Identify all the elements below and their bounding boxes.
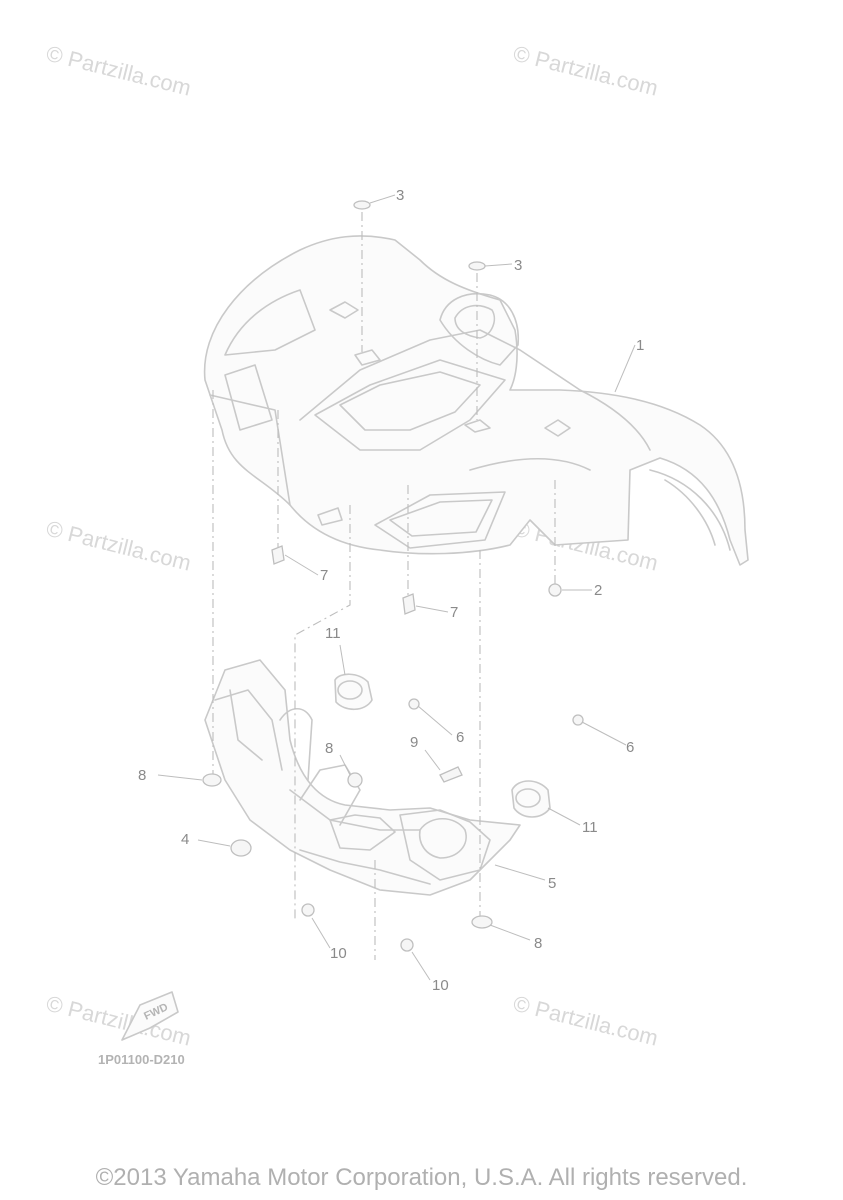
watermark: © Partzilla.com <box>44 516 194 576</box>
callout-7: 7 <box>450 604 458 621</box>
callout-9: 9 <box>410 734 418 751</box>
callout-6: 6 <box>456 729 464 746</box>
cap-icon <box>230 839 252 857</box>
bolt-icon <box>408 698 420 710</box>
callout-11: 11 <box>325 625 341 642</box>
bolt-icon <box>572 714 584 726</box>
grommet-icon <box>471 915 493 929</box>
clip-nut-icon <box>402 593 416 615</box>
callout-6: 6 <box>626 739 634 756</box>
alignment-lines <box>212 212 556 960</box>
fasteners <box>202 200 584 952</box>
grommet-icon <box>347 772 363 788</box>
bolt-icon <box>548 583 562 597</box>
diagram-code: 1P01100-D210 <box>98 1052 185 1067</box>
callout-10: 10 <box>432 977 449 994</box>
callout-2: 2 <box>594 582 602 599</box>
callout-8: 8 <box>138 767 146 784</box>
bolt-icon <box>400 938 414 952</box>
callout-4: 4 <box>181 831 189 848</box>
callout-8: 8 <box>325 740 333 757</box>
callout-11: 11 <box>582 819 598 836</box>
headlight-socket-part <box>334 673 551 818</box>
callout-3: 3 <box>396 187 404 204</box>
callout-5: 5 <box>548 875 556 892</box>
forward-arrow-icon: FWD <box>121 991 179 1041</box>
callout-10: 10 <box>330 945 347 962</box>
copyright-notice: ©2013 Yamaha Motor Corporation, U.S.A. A… <box>95 1164 748 1191</box>
callout-3: 3 <box>514 257 522 274</box>
front-fender-part <box>203 235 749 566</box>
watermark: © Partzilla.com <box>44 41 194 101</box>
leader-lines <box>157 194 636 981</box>
watermark: © Partzilla.com <box>511 991 661 1051</box>
callout-labels: 3 3 1 2 7 7 11 6 6 9 8 8 11 4 5 8 10 10 <box>138 187 644 994</box>
callout-1: 1 <box>636 337 644 354</box>
front-grille-part <box>204 659 521 896</box>
grommet-icon <box>202 773 222 787</box>
screw-icon <box>353 200 371 210</box>
rivet-icon <box>439 766 463 783</box>
callout-8: 8 <box>534 935 542 952</box>
callout-7: 7 <box>320 567 328 584</box>
screw-icon <box>468 261 486 271</box>
bolt-icon <box>301 903 315 917</box>
watermark: © Partzilla.com <box>511 41 661 101</box>
clip-nut-icon <box>271 545 285 565</box>
